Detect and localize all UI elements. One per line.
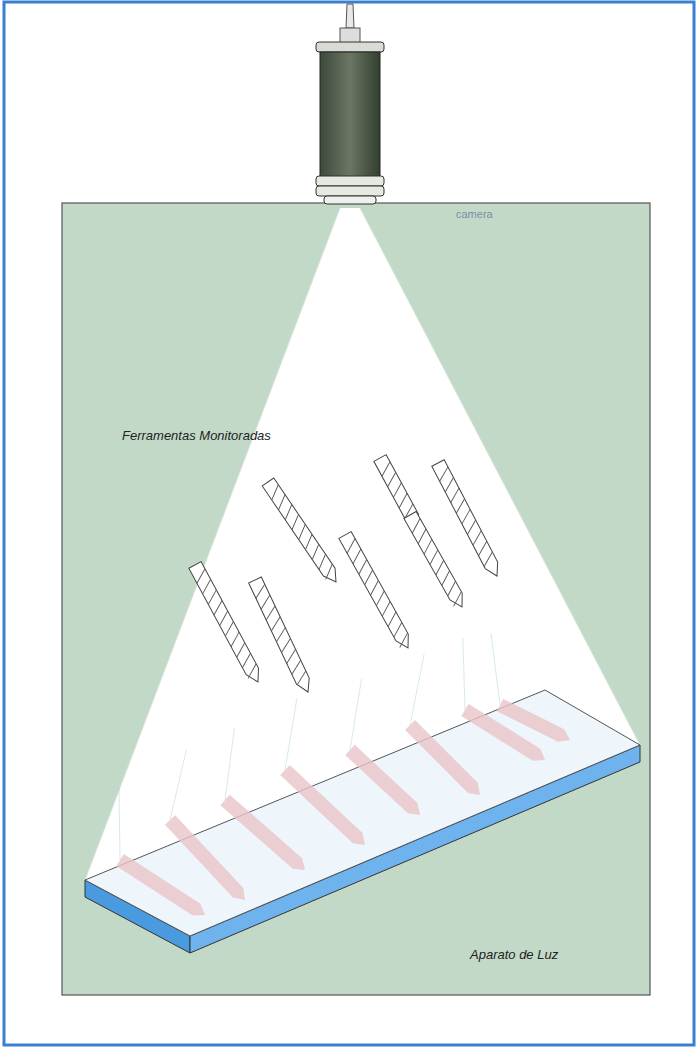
part-label: Ferramentas Monitoradas [122,428,271,443]
drill-bit [249,577,315,695]
drill-bit [404,512,468,611]
background-panel [62,203,650,995]
drill-bit [339,532,414,652]
light-apparatus [85,690,640,953]
drill-bit [262,478,342,586]
frame [4,2,694,1045]
cone-edge [360,208,640,745]
device-label: camera [456,208,493,220]
drill-bit [432,460,503,579]
camera-symbol [316,4,384,204]
part-label: Aparato de Luz [470,947,558,962]
monitored-tools [189,455,503,695]
drill-shadows [83,633,597,920]
light-cone [85,208,640,936]
drill-bit [189,562,264,686]
